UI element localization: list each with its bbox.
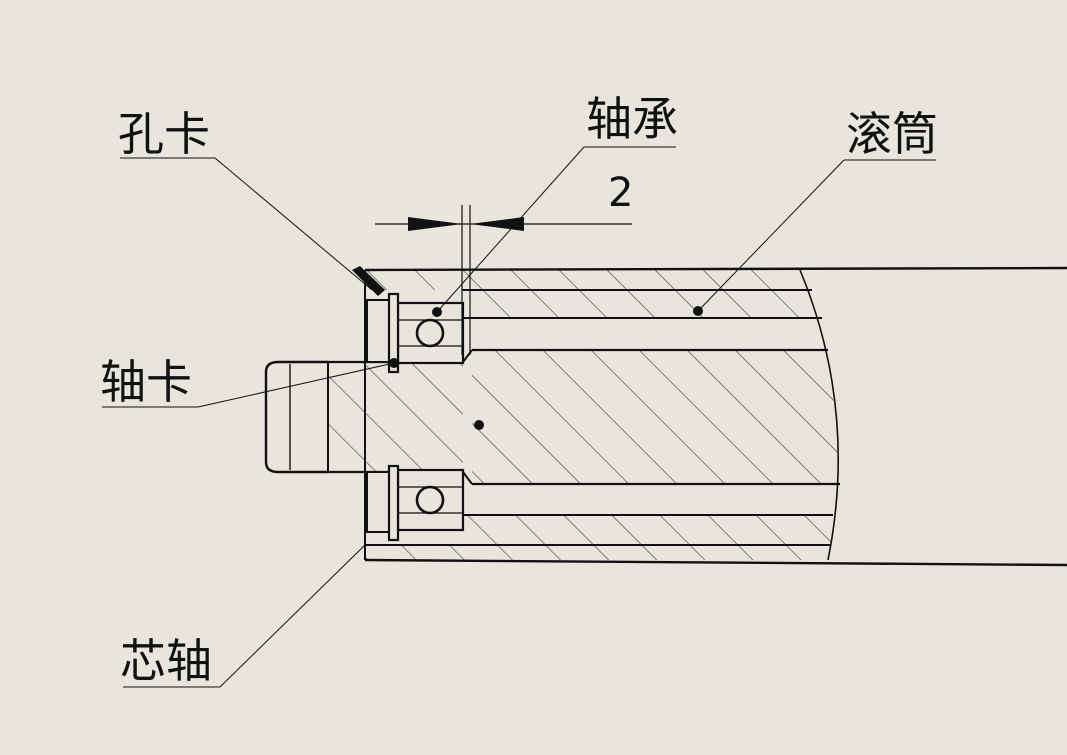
leader-markers (352, 266, 703, 430)
label-drum: 滚筒 (846, 107, 938, 161)
leader-lines (102, 146, 936, 688)
dimension-arrow-right-icon (470, 217, 524, 231)
bearing-upper (396, 301, 465, 365)
dimension-value: 2 (608, 170, 633, 216)
leader-dot-icon (474, 420, 484, 430)
leader-dot-icon (389, 358, 399, 368)
label-core-shaft: 芯轴 (120, 634, 212, 688)
drum-section-hatch (365, 270, 839, 560)
drum-outer-bottom-edge (364, 558, 1067, 567)
drum-outer-top-edge (364, 266, 1067, 272)
dimension-gap: 2 (375, 170, 633, 355)
label-hole-clip: 孔卡 (118, 107, 210, 161)
core-shaft (264, 348, 840, 486)
leader-dot-icon (693, 306, 703, 316)
drum-body (364, 266, 1067, 567)
leader-dot-icon (432, 307, 442, 317)
label-bearing: 轴承 (586, 92, 678, 146)
retaining-rings (366, 292, 400, 542)
label-shaft-clip: 轴卡 (100, 355, 192, 409)
leader-arrow-icon (352, 266, 385, 296)
bearing-ball-icon (415, 318, 445, 348)
dimension-arrow-left-icon (408, 217, 462, 231)
bearing-ball-icon (415, 485, 445, 515)
shaft-journal (264, 360, 328, 474)
bearing-lower (396, 468, 465, 532)
